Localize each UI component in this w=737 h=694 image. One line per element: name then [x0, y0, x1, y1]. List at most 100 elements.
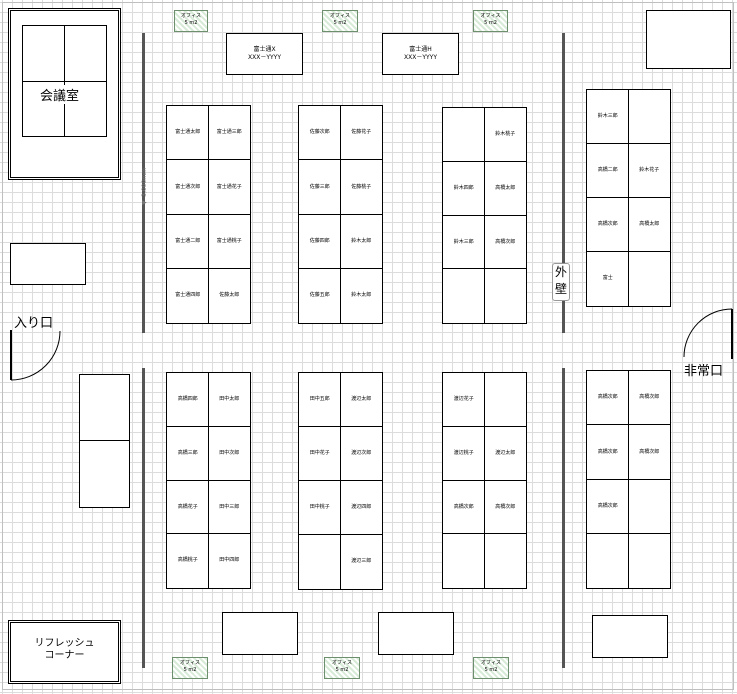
desk-seat[interactable]: 渡辺花子: [442, 372, 486, 428]
desk-seat[interactable]: [586, 532, 630, 589]
desk-group-e: 高橋四郎田中太郎高橋三郎田中次郎高橋花子田中三郎高橋桃子田中四郎: [166, 372, 251, 591]
desk-seat[interactable]: [483, 533, 527, 589]
desk-seat[interactable]: 富士通太郎: [166, 105, 210, 162]
desk-seat[interactable]: 高橋太郎: [483, 160, 527, 217]
desk-seat[interactable]: [627, 532, 671, 589]
desk-seat[interactable]: 鈴木三郎: [586, 89, 630, 145]
desk-seat[interactable]: 田中五郎: [298, 372, 342, 428]
desk-seat[interactable]: 佐藤桃子: [339, 159, 383, 216]
office-sign-title: オフィス: [180, 660, 200, 666]
desk-seat[interactable]: 佐藤四郎: [298, 213, 342, 270]
desk-seat[interactable]: 高橋花子: [166, 479, 210, 536]
desk-seat[interactable]: 高橋次郎: [586, 424, 630, 481]
desk-group-d: 鈴木三郎高橋二郎鈴木花子高橋次郎高橋太郎富士: [586, 89, 671, 309]
desk-seat[interactable]: 高橋次郎: [627, 424, 671, 481]
desk-seat[interactable]: 渡辺太郎: [483, 425, 527, 482]
refresh-corner-label-line2: コーナー: [44, 650, 85, 661]
desk-group-h: 高橋次郎高橋次郎高橋次郎高橋次郎高橋次郎: [586, 370, 671, 591]
desk-seat[interactable]: 田中三郎: [207, 479, 251, 536]
office-sign-area: 5 m2: [333, 19, 347, 26]
desk-seat[interactable]: 富士通花子: [207, 159, 251, 216]
desk-seat[interactable]: [298, 534, 342, 590]
desk-seat[interactable]: 渡辺四郎: [339, 480, 383, 536]
office-sign-area: 5 m2: [184, 19, 198, 26]
desk-seat[interactable]: 富士通桃子: [207, 213, 251, 270]
desk-group-b: 佐藤次郎佐藤花子佐藤三郎佐藤桃子佐藤四郎鈴木太郎佐藤五郎鈴木太郎: [298, 105, 383, 326]
refresh-corner[interactable]: [8, 620, 121, 684]
desk-seat[interactable]: 高橋次郎: [586, 370, 630, 427]
desk-seat[interactable]: 鈴木桃子: [483, 107, 527, 163]
desk-seat[interactable]: [483, 372, 527, 428]
bottom-cabinet-3: [592, 615, 668, 658]
office-sign-title: オフィス: [330, 13, 350, 19]
desk-seat[interactable]: 佐藤太郎: [207, 267, 251, 324]
nameplate-2-name: 富士通H: [409, 46, 432, 53]
desk-seat[interactable]: 富士通次郎: [166, 159, 210, 216]
desk-seat[interactable]: 渡辺三郎: [339, 534, 383, 590]
desk-seat[interactable]: [627, 251, 671, 307]
bottom-cabinet-2: [378, 612, 454, 655]
desk-seat[interactable]: 高橋次郎: [442, 479, 486, 536]
desk-seat[interactable]: [442, 107, 486, 163]
desk-seat[interactable]: 富士通四郎: [166, 267, 210, 324]
desk-seat[interactable]: 高橋次郎: [483, 214, 527, 271]
emergency-door-icon: [683, 308, 733, 359]
desk-seat[interactable]: 佐藤三郎: [298, 159, 342, 216]
desk-seat[interactable]: [442, 533, 486, 589]
bottom-cabinet-1: [222, 612, 298, 655]
desk-group-a: 富士通太郎富士通三郎富士通次郎富士通花子富士通二郎富士通桃子富士通四郎佐藤太郎: [166, 105, 251, 326]
desk-seat[interactable]: 高橋桃子: [166, 533, 210, 589]
emergency-exit-label: 非常口: [684, 364, 724, 379]
desk-seat[interactable]: 田中太郎: [207, 372, 251, 428]
left-cabinet: [10, 243, 86, 285]
desk-seat[interactable]: 鈴木花子: [627, 143, 671, 199]
desk-seat[interactable]: 高橋四郎: [166, 372, 210, 428]
nameplate-1-name: 富士通X: [253, 46, 276, 53]
entrance-door-icon: [10, 330, 61, 381]
desk-seat[interactable]: 高橋太郎: [627, 197, 671, 253]
desk-seat[interactable]: 富士: [586, 251, 630, 307]
desk-group-g: 渡辺花子渡辺桃子渡辺太郎高橋次郎高橋次郎: [442, 372, 527, 591]
desk-seat[interactable]: [483, 268, 527, 324]
desk-group-f: 田中五郎渡辺太郎田中花子渡辺次郎田中桃子渡辺四郎渡辺三郎: [298, 372, 383, 592]
desk-seat[interactable]: 田中四郎: [207, 533, 251, 589]
desk-seat[interactable]: 田中桃子: [298, 480, 342, 536]
desk-seat[interactable]: 鈴木三郎: [442, 214, 486, 271]
desk-seat[interactable]: 高橋三郎: [166, 425, 210, 482]
desk-seat[interactable]: 鈴木四郎: [442, 160, 486, 217]
left-storage: [79, 374, 130, 508]
meeting-room-label: 会議室: [38, 85, 82, 104]
desk-seat[interactable]: 高橋次郎: [586, 197, 630, 253]
desk-seat[interactable]: [627, 89, 671, 145]
desk-seat[interactable]: 佐藤次郎: [298, 105, 342, 162]
desk-seat[interactable]: 富士通二郎: [166, 213, 210, 270]
desk-seat[interactable]: 高橋次郎: [483, 479, 527, 536]
desk-seat[interactable]: [627, 478, 671, 535]
desk-seat[interactable]: 佐藤五郎: [298, 267, 342, 324]
desk-seat[interactable]: 高橋二郎: [586, 143, 630, 199]
desk-seat[interactable]: 渡辺太郎: [339, 372, 383, 428]
desk-seat[interactable]: 鈴木太郎: [339, 267, 383, 324]
desk-seat[interactable]: 渡辺桃子: [442, 425, 486, 482]
desk-seat[interactable]: 田中花子: [298, 426, 342, 482]
desk-seat[interactable]: [442, 268, 486, 324]
office-sign-area: 5 m2: [183, 666, 197, 673]
desk-seat[interactable]: 鈴木太郎: [339, 213, 383, 270]
office-sign-area: 5 m2: [335, 666, 349, 673]
desk-seat[interactable]: 高橋次郎: [586, 478, 630, 535]
office-sign-title: オフィス: [480, 13, 501, 19]
nameplate-2: 富士通H XXX－YYYY: [382, 33, 459, 75]
desk-seat[interactable]: 高橋次郎: [627, 370, 671, 427]
desk-seat[interactable]: 渡辺次郎: [339, 426, 383, 482]
office-sign-title: オフィス: [481, 660, 501, 666]
office-sign-title: オフィス: [181, 13, 201, 19]
desk-seat[interactable]: 田中次郎: [207, 425, 251, 482]
desk-seat[interactable]: 富士通三郎: [207, 105, 251, 162]
refresh-corner-label-line1: リフレッシュ: [34, 638, 95, 649]
desk-seat[interactable]: 佐藤花子: [339, 105, 383, 162]
